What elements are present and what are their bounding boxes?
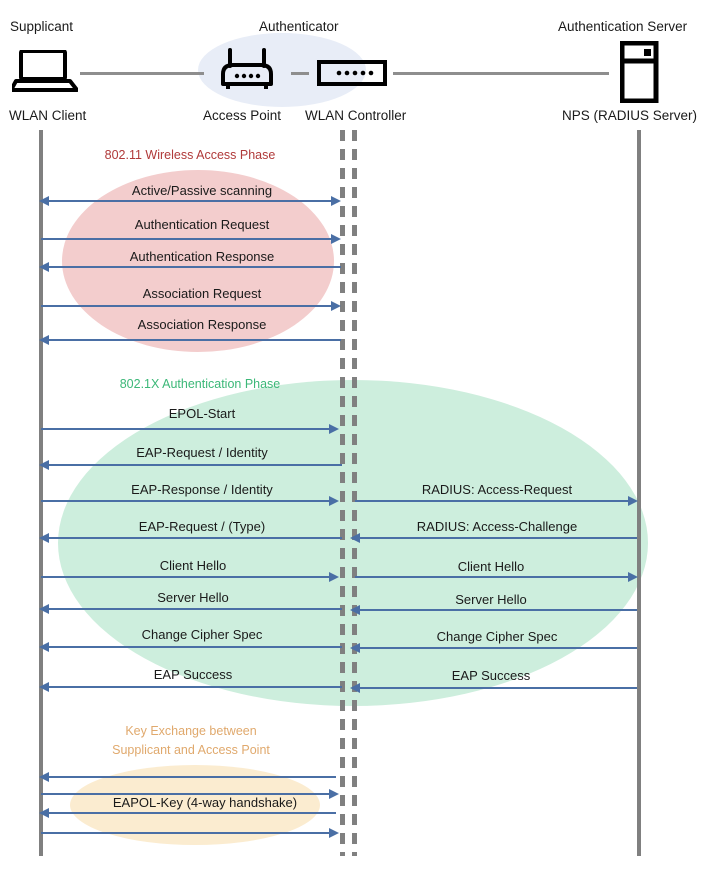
arrowhead-left-eap-request-type <box>39 533 49 543</box>
arrowhead-left-change-cipher-spec-right <box>350 643 360 653</box>
phase-label-802-11: 802.11 Wireless Access Phase <box>104 148 276 162</box>
arrowhead-right-client-hello-right <box>628 572 638 582</box>
arrowhead-left-eapol-key-1 <box>39 772 49 782</box>
message-label-radius-access-request: RADIUS: Access-Request <box>421 482 573 497</box>
arrowhead-right-authentication-request <box>331 234 341 244</box>
arrowhead-left-change-cipher-spec-left <box>39 642 49 652</box>
actor-role-authenticator: Authenticator <box>259 19 339 34</box>
message-line-association-response <box>48 339 341 341</box>
message-line-radius-access-challenge <box>359 537 637 539</box>
message-line-server-hello-right <box>359 609 637 611</box>
message-label-eap-request-identity: EAP-Request / Identity <box>136 445 268 460</box>
message-label-eapol-key-4-way-handshake: EAPOL-Key (4-way handshake) <box>112 795 298 810</box>
message-label-radius-access-challenge: RADIUS: Access-Challenge <box>416 519 578 534</box>
link-ap-to-controller <box>291 72 309 75</box>
actor-caption-wlan-client: WLAN Client <box>9 108 87 123</box>
arrowhead-left-active-passive-scanning <box>39 196 49 206</box>
message-label-authentication-response: Authentication Response <box>129 249 275 264</box>
message-line-association-request <box>41 305 334 307</box>
message-label-client-hello-left: Client Hello <box>159 558 227 573</box>
message-line-client-hello-right <box>355 576 630 578</box>
message-label-eap-response-identity: EAP-Response / Identity <box>131 482 273 497</box>
phase-ellipse-key-exchange <box>70 765 320 845</box>
arrowhead-right-client-hello-left <box>329 572 339 582</box>
arrowhead-left-server-hello-left <box>39 604 49 614</box>
arrowhead-left-eap-success-left <box>39 682 49 692</box>
link-client-to-ap <box>80 72 204 75</box>
message-line-eap-success-left <box>48 686 342 688</box>
lifeline-wlan-controller <box>352 130 357 856</box>
actor-caption-nps-radius-server: NPS (RADIUS Server) <box>562 108 698 123</box>
message-line-epol-start <box>41 428 332 430</box>
arrowhead-left-server-hello-right <box>350 605 360 615</box>
actor-role-supplicant: Supplicant <box>10 19 74 34</box>
message-label-association-response: Association Response <box>137 317 267 332</box>
message-line-eap-success-right <box>359 687 637 689</box>
message-label-server-hello-left: Server Hello <box>157 590 229 605</box>
message-label-eap-success-left: EAP Success <box>153 667 233 682</box>
actor-role-authentication-server: Authentication Server <box>558 19 688 34</box>
message-line-eapol-key-3 <box>48 812 336 814</box>
message-line-eapol-key-1 <box>48 776 336 778</box>
arrowhead-right-eap-response-identity <box>329 496 339 506</box>
message-label-change-cipher-spec-left: Change Cipher Spec <box>141 627 263 642</box>
arrowhead-left-eapol-key-3 <box>39 808 49 818</box>
arrowhead-right-radius-access-request <box>628 496 638 506</box>
phase-label-802-1x: 802.1X Authentication Phase <box>119 377 281 391</box>
arrowhead-right-epol-start <box>329 424 339 434</box>
lifeline-access-point <box>340 130 345 856</box>
message-label-active-passive-scanning: Active/Passive scanning <box>131 183 273 198</box>
arrowhead-left-association-response <box>39 335 49 345</box>
message-line-change-cipher-spec-right <box>359 647 637 649</box>
message-label-eap-request-type: EAP-Request / (Type) <box>138 519 266 534</box>
arrowhead-right-association-request <box>331 301 341 311</box>
wireless-router-icon <box>216 48 278 97</box>
message-line-eap-request-type <box>48 537 342 539</box>
arrowhead-right-active-passive-scanning <box>331 196 341 206</box>
phase-label-key-exchange: Key Exchange between Supplicant and Acce… <box>112 724 270 757</box>
message-label-client-hello-right: Client Hello <box>457 559 525 574</box>
link-controller-to-server <box>393 72 609 75</box>
message-label-association-request: Association Request <box>142 286 262 301</box>
arrowhead-left-radius-access-challenge <box>350 533 360 543</box>
message-line-server-hello-left <box>48 608 342 610</box>
arrowhead-right-eapol-key-2 <box>329 789 339 799</box>
message-line-change-cipher-spec-left <box>48 646 342 648</box>
actor-caption-wlan-controller: WLAN Controller <box>305 108 407 123</box>
message-label-authentication-request: Authentication Request <box>134 217 270 232</box>
message-line-client-hello-left <box>41 576 332 578</box>
message-line-eapol-key-2 <box>41 793 332 795</box>
server-icon <box>619 40 660 108</box>
message-label-eap-success-right: EAP Success <box>451 668 531 683</box>
lifeline-supplicant <box>39 130 43 856</box>
network-switch-icon <box>317 60 387 91</box>
actor-caption-access-point: Access Point <box>203 108 282 123</box>
laptop-icon <box>9 49 79 97</box>
message-line-eap-request-identity <box>48 464 342 466</box>
message-label-change-cipher-spec-right: Change Cipher Spec <box>436 629 558 644</box>
arrowhead-right-eapol-key-4 <box>329 828 339 838</box>
arrowhead-left-authentication-response <box>39 262 49 272</box>
authenticator-group-background <box>198 33 366 107</box>
arrowhead-left-eap-success-right <box>350 683 360 693</box>
lifeline-authentication-server <box>637 130 641 856</box>
message-line-eapol-key-4 <box>41 832 332 834</box>
message-label-server-hello-right: Server Hello <box>455 592 527 607</box>
message-label-epol-start: EPOL-Start <box>168 406 236 421</box>
arrowhead-left-eap-request-identity <box>39 460 49 470</box>
message-line-authentication-response <box>48 266 341 268</box>
message-line-eap-response-identity <box>41 500 332 502</box>
message-line-radius-access-request <box>355 500 630 502</box>
message-line-active-passive-scanning <box>48 200 334 202</box>
message-line-authentication-request <box>41 238 334 240</box>
